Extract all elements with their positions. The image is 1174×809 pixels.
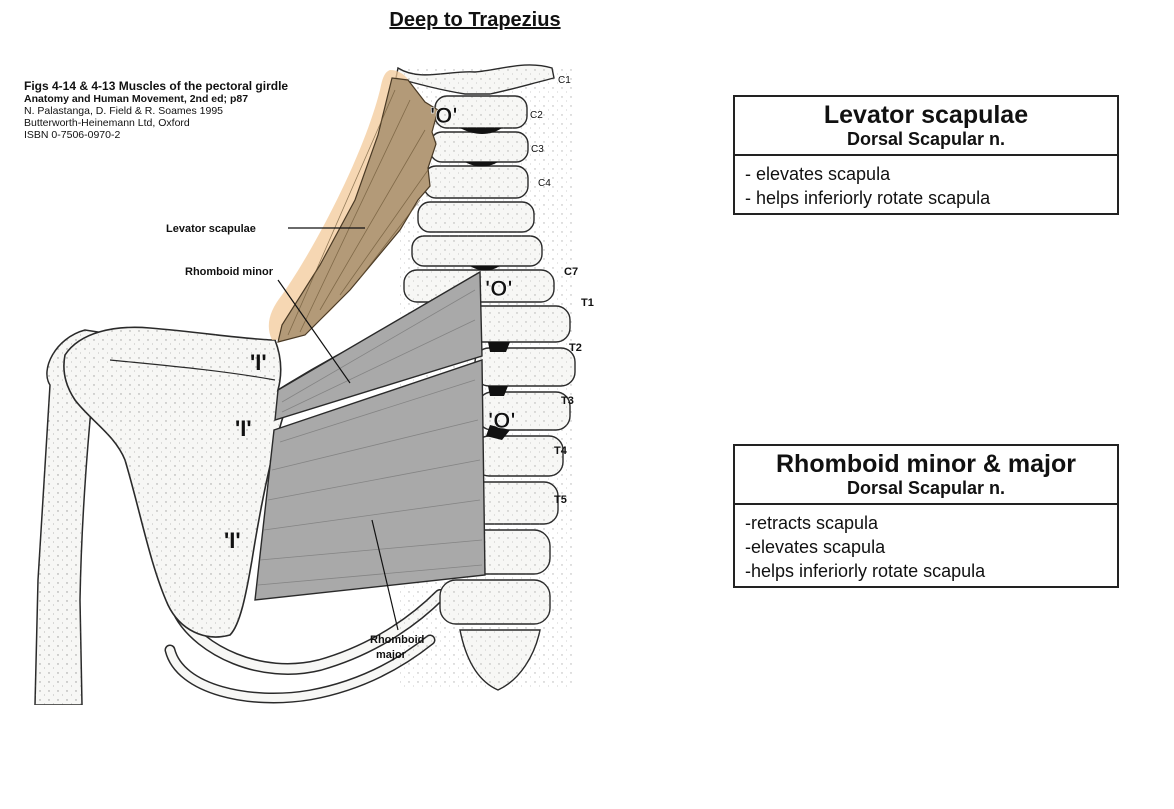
label-vertebra-t2: T2 [569,342,582,354]
label-rhomboid-major-line1: Rhomboid [370,634,424,646]
action-item: -helps inferiorly rotate scapula [745,561,986,581]
label-rhomboid-minor: Rhomboid minor [185,266,274,278]
page-title: Deep to Trapezius [389,9,561,31]
humerus-texture [35,330,98,705]
citation-title: Figs 4-14 & 4-13 Muscles of the pectoral… [24,79,289,93]
rhomboid-major-muscle [254,359,486,601]
anatomy-diagram: Levator scapulae Rhomboid minor Rhomboid… [34,64,594,705]
citation-isbn: ISBN 0-7506-0970-2 [24,129,121,141]
citation-book: Anatomy and Human Movement, 2nd ed; p87 [24,93,249,105]
rhomboid-info-box: Rhomboid minor & major Dorsal Scapular n… [733,444,1119,588]
action-item: -retracts scapula [745,513,879,533]
intervertebral-gap-2 [465,162,498,167]
intervertebral-gap-3 [470,266,500,271]
rhomboid-actions: -retracts scapula -elevates scapula -hel… [735,505,1117,586]
leader-rhomboid-minor [277,279,351,384]
intervertebral-gap-5 [488,386,508,396]
action-item: - helps inferiorly rotate scapula [745,188,991,208]
levator-scapulae-actions: - elevates scapula - helps inferiorly ro… [735,156,1117,213]
label-vertebra-t5: T5 [554,494,567,506]
scapular-spine [109,359,276,381]
levator-scapulae-name: Levator scapulae [823,101,1029,129]
levator-scapulae-header: Levator scapulae Dorsal Scapular n. [735,97,1117,156]
leader-rhomboid-major [371,519,399,631]
label-vertebra-c4: C4 [538,178,551,189]
label-vertebra-t3: T3 [561,395,574,407]
action-item: - elevates scapula [745,164,891,184]
label-vertebra-c3: C3 [531,144,544,155]
rhomboid-nerve: Dorsal Scapular n. [846,478,1006,498]
rhomboid-fibers [257,289,483,586]
citation-publisher: Butterworth-Heinemann Ltd, Oxford [24,117,190,129]
origin-marker-c7: 'O' [485,276,513,301]
insertion-marker-inferior: 'I' [224,528,241,553]
label-levator-scapulae: Levator scapulae [166,223,256,235]
rhomboid-name: Rhomboid minor & major [776,450,1076,478]
citation-authors: N. Palastanga, D. Field & R. Soames 1995 [24,105,224,117]
origin-marker-thoracic: 'O' [488,408,516,433]
intervertebral-gap-1 [460,128,502,134]
label-vertebra-c1: C1 [558,75,571,86]
label-vertebra-t1: T1 [581,297,594,309]
insertion-marker-spine: 'I' [235,416,252,441]
levator-fibers [287,89,429,336]
insertion-marker-superior: 'I' [250,350,267,375]
levator-scapulae-nerve: Dorsal Scapular n. [846,129,1006,149]
origin-marker-cervical: 'O' [430,103,458,128]
label-rhomboid-major-line2: major [376,649,407,661]
label-vertebra-c7: C7 [564,266,578,278]
rhomboid-header: Rhomboid minor & major Dorsal Scapular n… [735,446,1117,505]
levator-scapulae-info-box: Levator scapulae Dorsal Scapular n. - el… [733,95,1119,215]
label-vertebra-c2: C2 [530,110,543,121]
figure-citation: Figs 4-14 & 4-13 Muscles of the pectoral… [24,79,288,141]
scapula-texture [63,327,392,637]
intervertebral-gap-4 [488,342,510,352]
label-vertebra-t4: T4 [554,445,568,457]
intervertebral-gap-6 [486,425,510,440]
action-item: -elevates scapula [745,537,886,557]
